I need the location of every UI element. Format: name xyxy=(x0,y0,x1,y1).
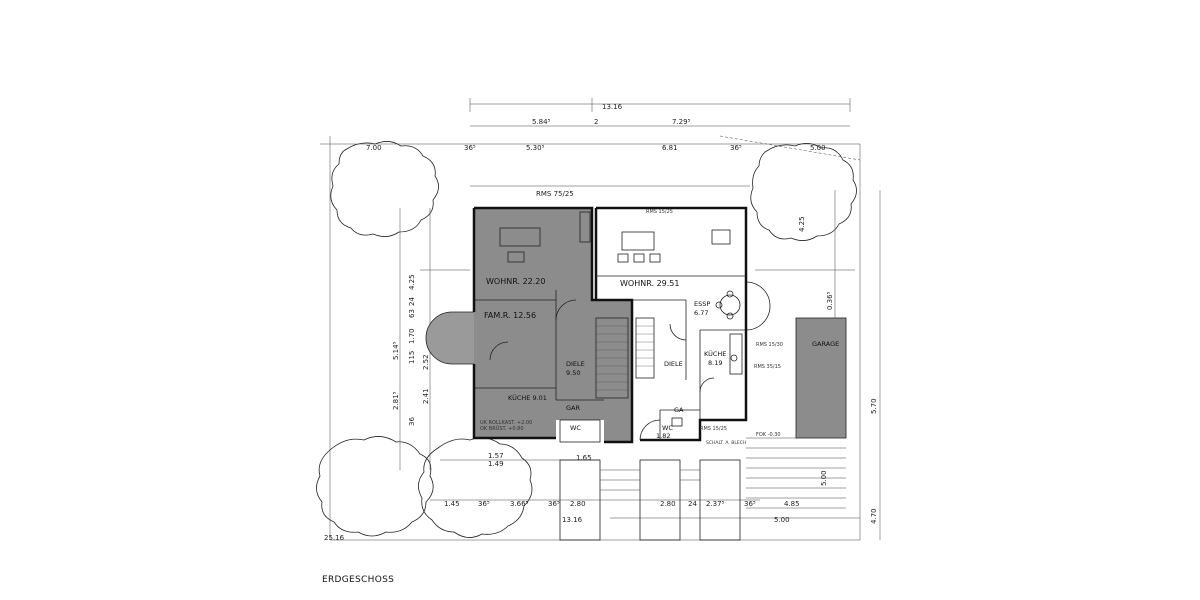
dim-top-left: 5.84⁵ xyxy=(532,118,551,126)
dim-bot-237: 2.37⁵ xyxy=(706,500,725,508)
dim-top-left-inner: 5.30⁵ xyxy=(526,144,545,152)
room-diele-left-area: 9.50 xyxy=(566,369,580,377)
dim-right-570: 5.70 xyxy=(870,398,878,414)
room-essp: ESSP xyxy=(694,300,710,308)
tree-top-right-icon xyxy=(750,143,857,241)
room-essp-area: 6.77 xyxy=(694,309,708,317)
dim-left-700: 7.00 xyxy=(366,144,382,152)
dim-left-252: 2.52 xyxy=(422,354,430,370)
dim-rms-2: RMS 15/25 xyxy=(646,209,673,215)
dimension-lines xyxy=(320,98,881,541)
room-wc-left: WC xyxy=(570,424,581,432)
dim-bot-485: 4.85 xyxy=(784,500,800,508)
room-famr: FAM.R. 12.56 xyxy=(484,311,536,320)
dim-top-mid: 6.81 xyxy=(662,144,678,152)
dim-bot-365: 36⁵ xyxy=(478,500,490,508)
room-ga: GA xyxy=(674,406,684,414)
room-kueche-right-area: 8.19 xyxy=(708,359,722,367)
dim-rms-1: RMS 75/25 xyxy=(536,190,574,198)
dim-bot-157: 1.57 xyxy=(488,452,504,460)
dim-top-right: 7.29⁵ xyxy=(672,118,691,126)
room-wc-right: WC xyxy=(662,424,673,432)
dim-left-63: 63 xyxy=(408,309,416,318)
right-unit xyxy=(594,206,771,442)
dim-left-170: 1.70 xyxy=(408,328,416,344)
dim-left-514: 5.14⁵ xyxy=(392,341,400,360)
stairs-left-icon xyxy=(595,317,629,399)
dim-total-top: 13.16 xyxy=(602,103,623,111)
note-schalt: SCHALT. A. BLECH xyxy=(706,440,746,446)
room-labels: WOHNR. 22.20 FAM.R. 12.56 KÜCHE 9.01 DIE… xyxy=(484,277,839,440)
room-diele-left: DIELE xyxy=(566,360,585,368)
garage xyxy=(746,317,847,509)
dimension-labels: 13.16 5.84⁵ 2 7.29⁵ 36⁵ 5.30⁵ 6.81 36⁵ 7… xyxy=(324,103,878,542)
dim-bot-149: 1.49 xyxy=(488,460,504,468)
room-wohnr-left: WOHNR. 22.20 xyxy=(486,277,545,286)
dim-bot-165: 1.65 xyxy=(576,454,592,462)
dim-bot-24: 24 xyxy=(688,500,697,508)
dim-bot-1316: 13.16 xyxy=(562,516,583,524)
note-brust: OK BRÜST. +0.80 xyxy=(480,425,524,432)
dim-bot-36b: 36⁵ xyxy=(744,500,756,508)
dim-right-500b: 5.00 xyxy=(820,470,828,486)
room-diele-right: DIELE xyxy=(664,360,683,368)
dim-bot-145: 1.45 xyxy=(444,500,460,508)
room-gar-left: GAR xyxy=(566,404,580,412)
dim-top-2: 2 xyxy=(594,118,598,126)
dim-right-500: 5.00 xyxy=(810,144,826,152)
dim-right-036: 0.36⁵ xyxy=(826,291,834,310)
note-rolladen: UK ROLLKAST. +2.00 xyxy=(480,420,532,426)
room-wohnr-right: WOHNR. 29.51 xyxy=(620,279,679,288)
tree-bottom-left-b-icon xyxy=(418,437,533,538)
dim-rms-3: RMS 15/30 xyxy=(756,342,783,348)
dim-rms-5: RMS 15/25 xyxy=(700,426,727,432)
dim-left-24: 24 xyxy=(408,297,416,306)
stairs-right-icon xyxy=(635,317,655,379)
tree-bottom-left-a-icon xyxy=(316,436,434,537)
dim-left-425: 4.25 xyxy=(408,274,416,290)
dim-left-241: 2.41 xyxy=(422,388,430,404)
room-kueche-left: KÜCHE 9.01 xyxy=(508,393,547,402)
dim-left-36: 36 xyxy=(408,417,416,426)
dim-right-425: 4.25 xyxy=(798,216,806,232)
dim-right-470: 4.70 xyxy=(870,508,878,524)
trees xyxy=(316,141,857,538)
room-kueche-right: KÜCHE xyxy=(704,349,726,358)
dim-bot-280b: 2.80 xyxy=(660,500,676,508)
tree-top-left-icon xyxy=(330,141,439,237)
drawing-caption: ERDGESCHOSS xyxy=(322,575,394,585)
dim-left-115: 115 xyxy=(408,351,416,364)
dim-bot-280: 2.80 xyxy=(570,500,586,508)
dim-top-36b: 36⁵ xyxy=(730,144,742,152)
front-paths xyxy=(559,459,741,541)
dim-bot-2516: 25.16 xyxy=(324,534,345,542)
dim-top-36a: 36⁵ xyxy=(464,144,476,152)
dim-bot-366: 3.66⁵ xyxy=(510,500,529,508)
dim-bot-36a: 36⁵ xyxy=(548,500,560,508)
dim-rms-4: RMS 35/15 xyxy=(754,364,781,370)
dim-bot-500: 5.00 xyxy=(774,516,790,524)
room-wc-right-area: 1.82 xyxy=(656,432,670,440)
shaded-unit xyxy=(425,206,634,444)
dim-left-281: 2.81⁵ xyxy=(392,391,400,410)
note-fok: FOK -0.30 xyxy=(756,432,781,438)
room-garage: GARAGE xyxy=(812,340,839,348)
